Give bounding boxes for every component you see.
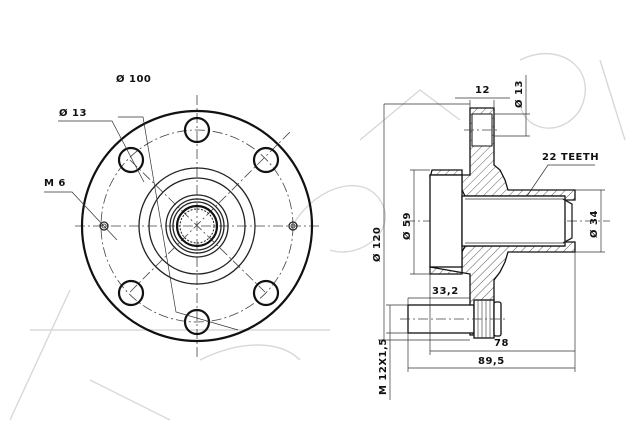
bolt-hole: [117, 279, 145, 307]
label-stud-thread: M 12X1,5: [378, 338, 389, 395]
label-outer-diameter: Ø 120: [371, 227, 383, 262]
label-bolt-circle: Ø 100: [116, 73, 151, 85]
label-total-length: 89,5: [478, 356, 505, 367]
bolt-hole: [252, 146, 280, 174]
bolt-hole: [183, 116, 211, 144]
label-bolt-hole: Ø 13: [59, 107, 87, 119]
spline-bore: [175, 204, 219, 248]
label-spline-teeth: 22 TEETH: [542, 152, 599, 163]
side-view: 12 Ø 13 22 TEETH Ø 120 Ø 59 Ø 34 33,2 M: [371, 75, 610, 400]
label-stud-offset: 33,2: [432, 286, 459, 297]
screw-hole: [99, 221, 109, 231]
front-view: Ø 100 Ø 13 M 6: [44, 73, 320, 360]
label-pilot-diameter: Ø 59: [401, 212, 413, 240]
label-flange-width: 12: [475, 85, 490, 96]
label-stud-hole: Ø 13: [513, 80, 525, 108]
label-hub-length: 78: [494, 338, 509, 349]
bolt-hole: [252, 279, 280, 307]
bolt-holes: [117, 116, 280, 336]
flange-outline: [80, 109, 314, 343]
spline-bore-section: [461, 195, 566, 247]
bolt-hole: [117, 146, 145, 174]
bolt-circle: [100, 129, 294, 323]
label-bore-diameter: Ø 34: [588, 210, 600, 238]
label-screw-thread: M 6: [44, 178, 66, 189]
watermark: [9, 53, 626, 421]
pilot-recess: [429, 174, 463, 268]
screw-hole: [288, 221, 298, 231]
bolt-hole: [183, 308, 211, 336]
